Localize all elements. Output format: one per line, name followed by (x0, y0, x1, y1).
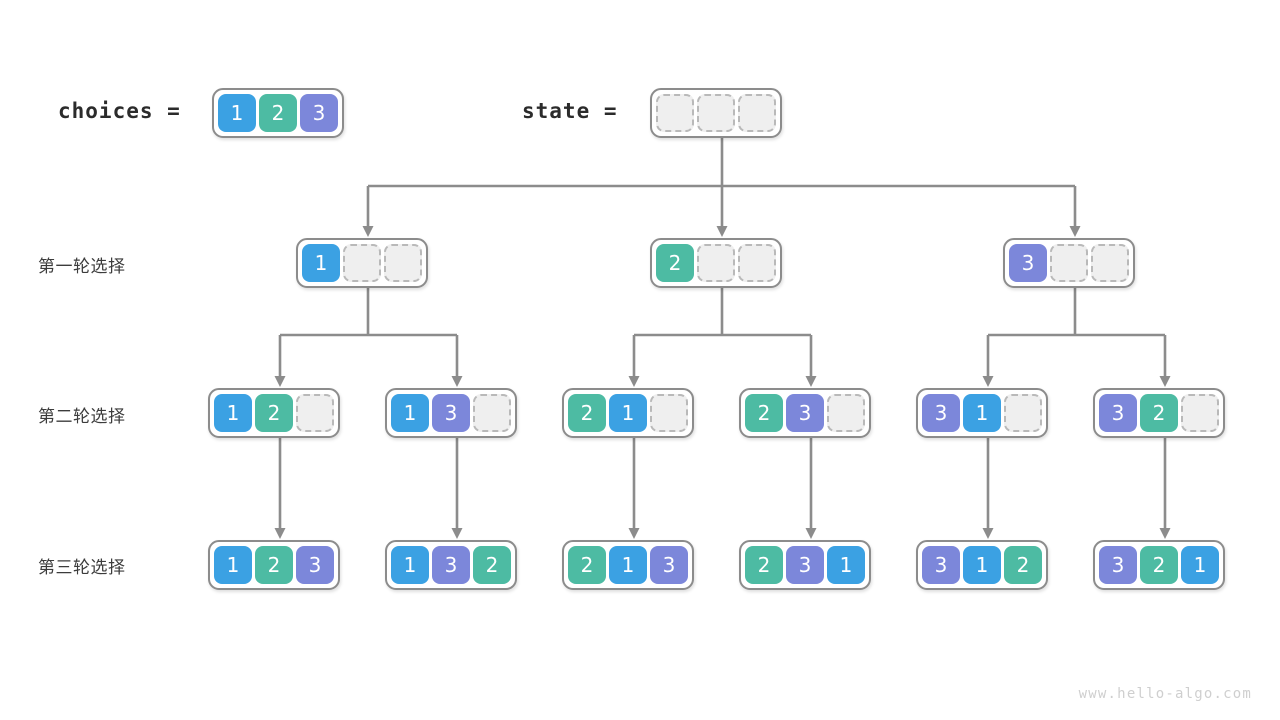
choices-cell-1: 2 (259, 94, 297, 132)
level2-5-cell-0: 3 (1099, 394, 1137, 432)
level3-3-cell-2: 1 (827, 546, 865, 584)
level3-0-cell-1: 2 (255, 546, 293, 584)
level3-5-cell-2: 1 (1181, 546, 1219, 584)
level3-1-cell-1: 3 (432, 546, 470, 584)
level1-0-cell-0: 1 (302, 244, 340, 282)
level2-1-cell-1: 3 (432, 394, 470, 432)
level2-2-cell-1: 1 (609, 394, 647, 432)
watermark: www.hello-algo.com (1078, 686, 1252, 702)
level1-0-cell-1 (343, 244, 381, 282)
level2-4-cell-1: 1 (963, 394, 1001, 432)
level2-2-cell-2 (650, 394, 688, 432)
level3-0-cell-0: 1 (214, 546, 252, 584)
level2-3-cell-0: 2 (745, 394, 783, 432)
level2-1-cell-0: 1 (391, 394, 429, 432)
level1-node-0: 1 (296, 238, 428, 288)
level2-3-cell-2 (827, 394, 865, 432)
level3-2-cell-1: 1 (609, 546, 647, 584)
level2-0-cell-1: 2 (255, 394, 293, 432)
level1-0-cell-2 (384, 244, 422, 282)
level2-2-cell-0: 2 (568, 394, 606, 432)
level3-4-cell-0: 3 (922, 546, 960, 584)
level1-1-cell-0: 2 (656, 244, 694, 282)
level3-3-cell-0: 2 (745, 546, 783, 584)
level3-1-cell-0: 1 (391, 546, 429, 584)
state-cell-1 (697, 94, 735, 132)
state-array (650, 88, 782, 138)
level2-0-cell-2 (296, 394, 334, 432)
level3-2-cell-2: 3 (650, 546, 688, 584)
choices-cell-0: 1 (218, 94, 256, 132)
level3-0-cell-2: 3 (296, 546, 334, 584)
level2-5-cell-1: 2 (1140, 394, 1178, 432)
level2-0-cell-0: 1 (214, 394, 252, 432)
level1-2-cell-2 (1091, 244, 1129, 282)
row-label-level-2: 第二轮选择 (38, 407, 126, 427)
level3-2-cell-0: 2 (568, 546, 606, 584)
state-cell-2 (738, 94, 776, 132)
level3-5-cell-0: 3 (1099, 546, 1137, 584)
level2-5-cell-2 (1181, 394, 1219, 432)
choices-label: choices = (58, 99, 181, 123)
level3-4-cell-1: 1 (963, 546, 1001, 584)
level2-4-cell-2 (1004, 394, 1042, 432)
choices-cell-2: 3 (300, 94, 338, 132)
state-cell-0 (656, 94, 694, 132)
level1-1-cell-2 (738, 244, 776, 282)
state-label: state = (522, 99, 618, 123)
level1-node-2: 3 (1003, 238, 1135, 288)
level3-4-cell-2: 2 (1004, 546, 1042, 584)
row-label-level-3: 第三轮选择 (38, 558, 126, 578)
level3-5-cell-1: 2 (1140, 546, 1178, 584)
level3-3-cell-1: 3 (786, 546, 824, 584)
level1-2-cell-0: 3 (1009, 244, 1047, 282)
level1-1-cell-1 (697, 244, 735, 282)
level2-3-cell-1: 3 (786, 394, 824, 432)
level3-1-cell-2: 2 (473, 546, 511, 584)
level1-2-cell-1 (1050, 244, 1088, 282)
level2-1-cell-2 (473, 394, 511, 432)
level2-4-cell-0: 3 (922, 394, 960, 432)
level1-node-1: 2 (650, 238, 782, 288)
row-label-level-1: 第一轮选择 (38, 257, 126, 277)
